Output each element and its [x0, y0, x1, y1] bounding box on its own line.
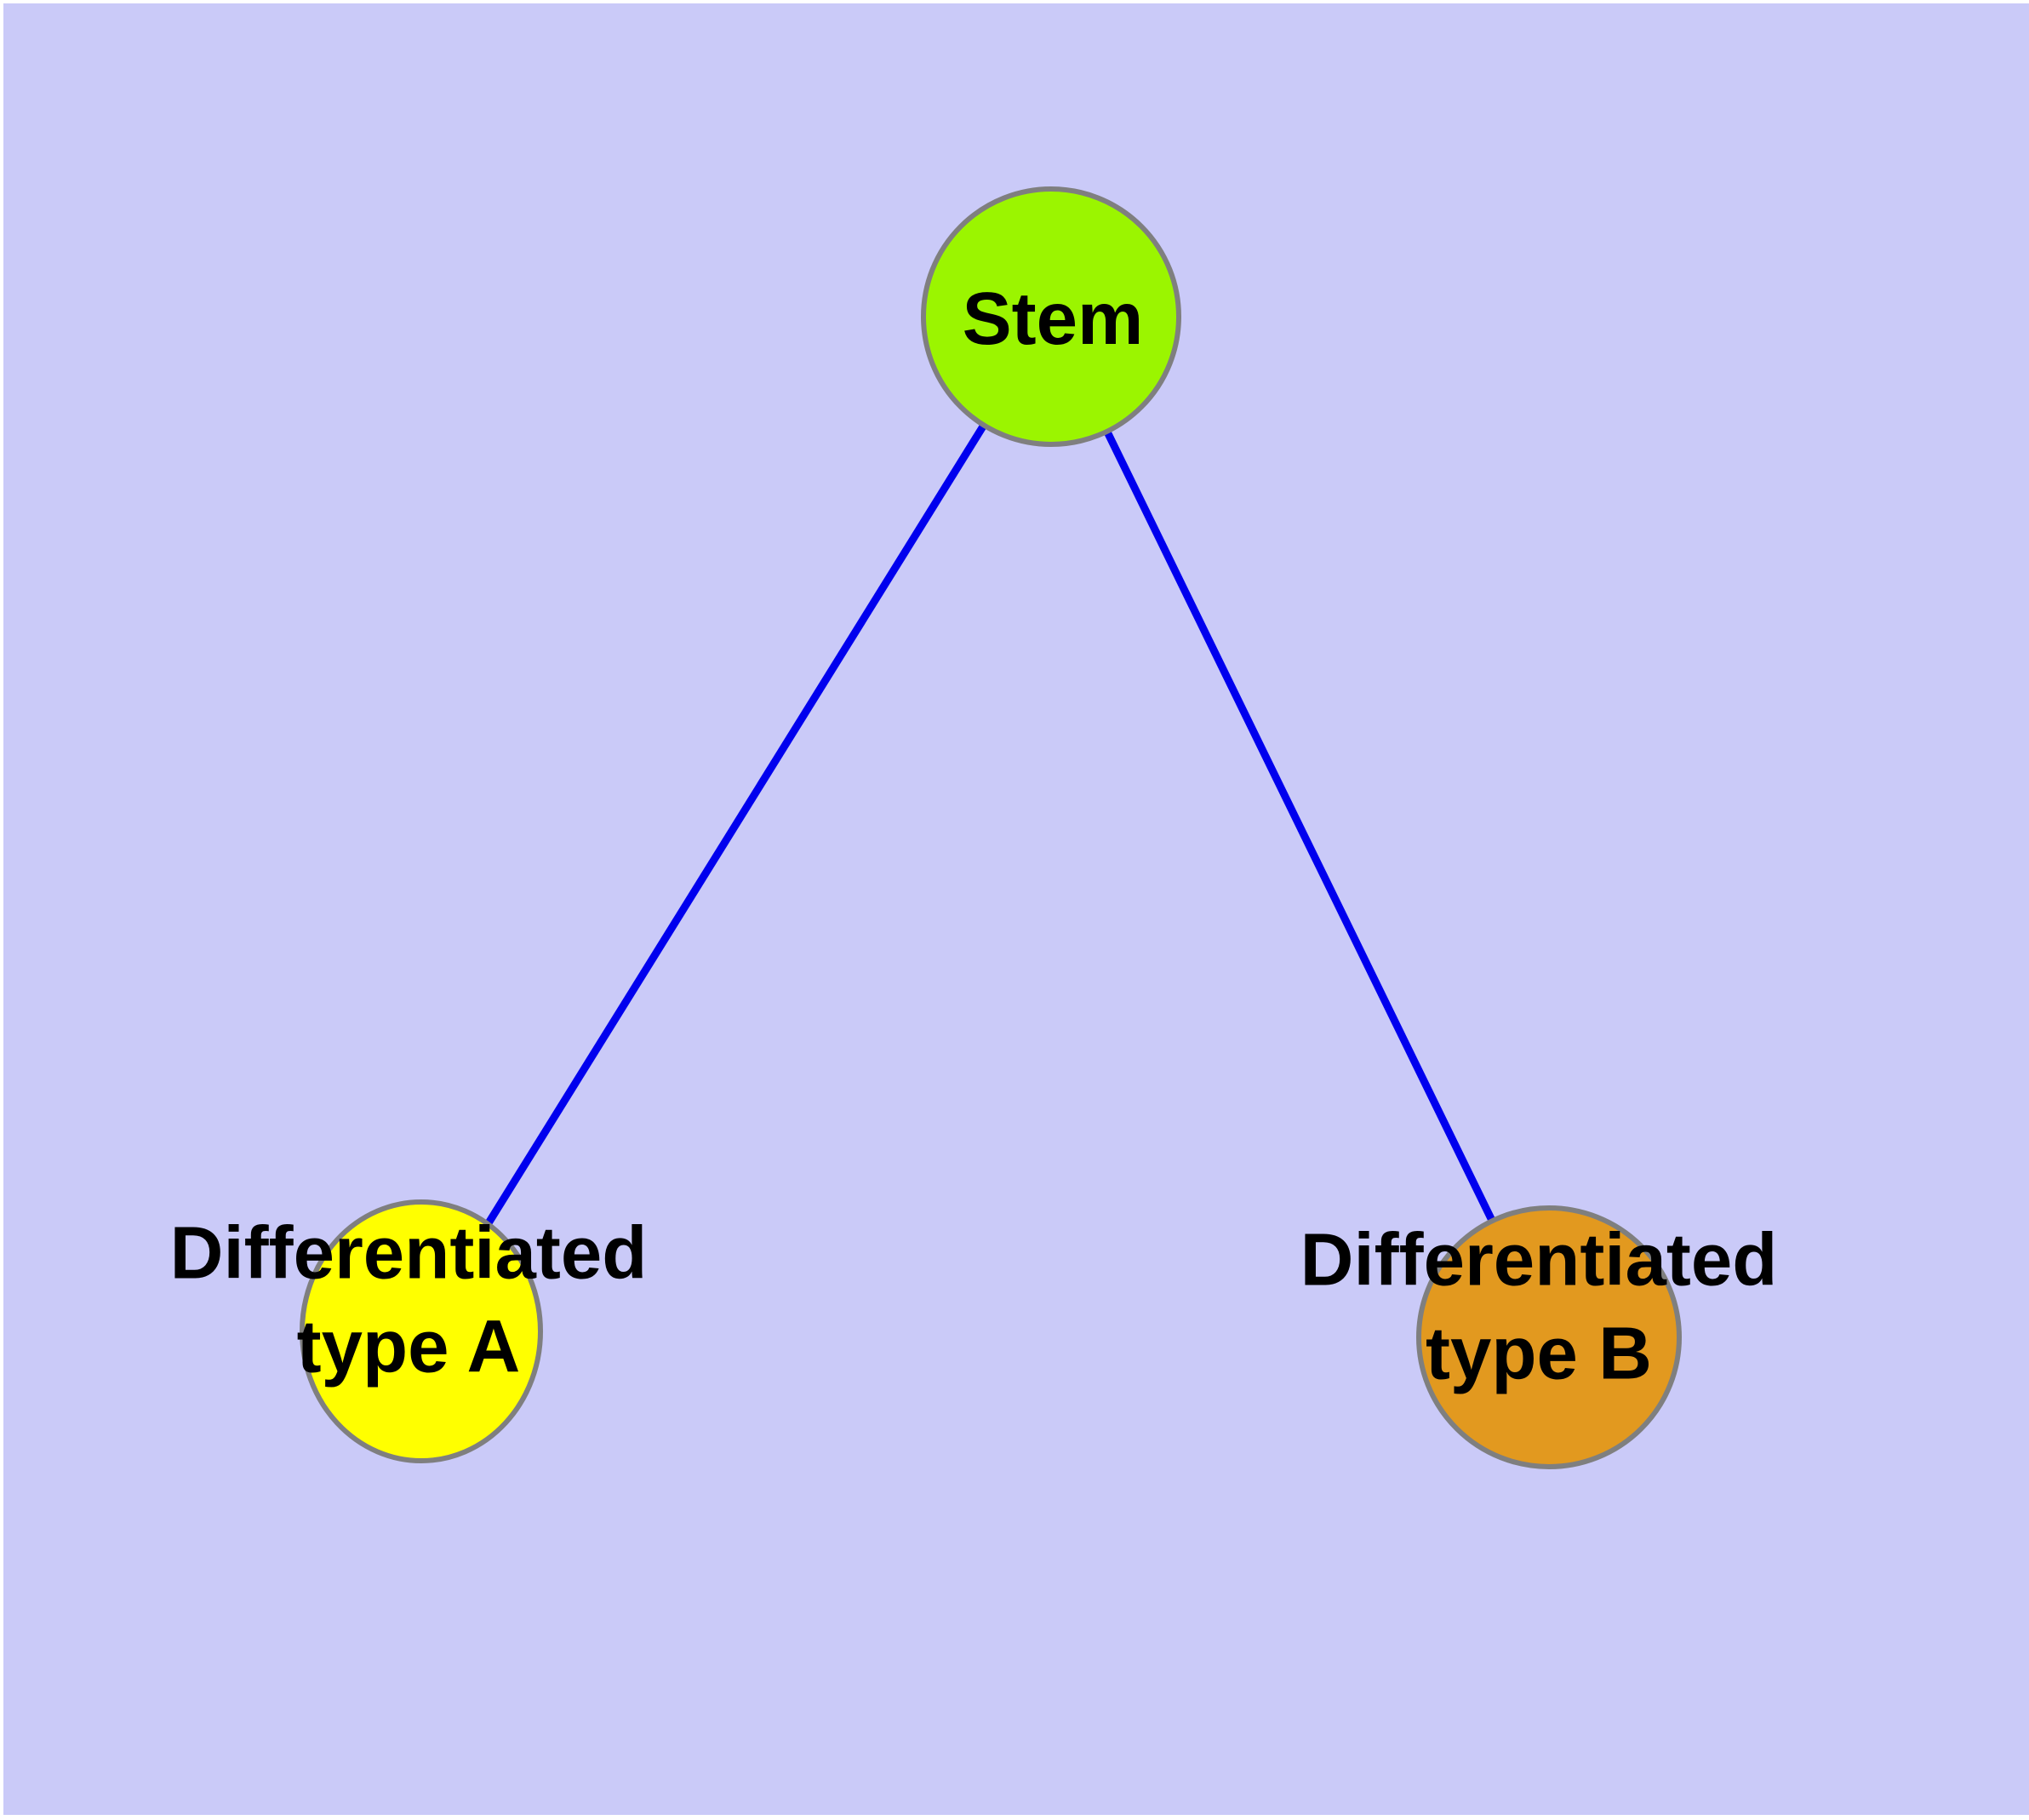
node-type-a-circle[interactable]: [300, 1199, 543, 1463]
edge-stem-to-type-b: [1047, 315, 1553, 1339]
node-stem-circle[interactable]: [921, 186, 1181, 447]
node-type-b-circle[interactable]: [1416, 1205, 1682, 1469]
edge-stem-to-type-a: [418, 314, 1055, 1334]
